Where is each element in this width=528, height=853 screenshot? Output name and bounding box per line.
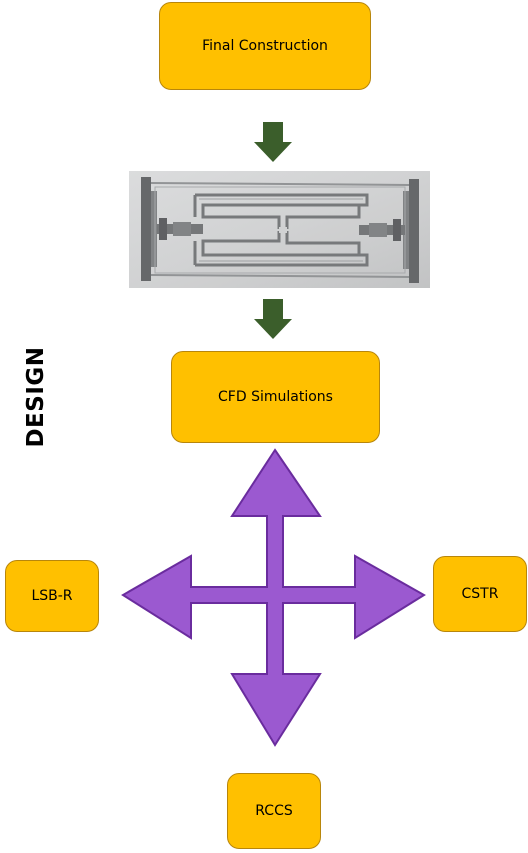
reactor-photo — [129, 171, 430, 288]
lsbr-label: LSB-R — [31, 588, 73, 604]
rccs-label: RCCS — [255, 803, 293, 819]
cstr-box: CSTR — [433, 556, 527, 632]
final-construction-box: Final Construction — [159, 2, 371, 90]
down-arrow-icon — [254, 122, 292, 162]
four-way-arrow-icon — [121, 448, 426, 747]
rccs-box: RCCS — [227, 773, 321, 849]
final-construction-label: Final Construction — [202, 38, 328, 54]
cfd-simulations-label: CFD Simulations — [218, 389, 333, 405]
cstr-label: CSTR — [461, 586, 499, 602]
reactor-drawing — [129, 171, 430, 288]
down-arrow-icon — [254, 299, 292, 339]
cfd-simulations-box: CFD Simulations — [171, 351, 380, 443]
lsbr-box: LSB-R — [5, 560, 99, 632]
